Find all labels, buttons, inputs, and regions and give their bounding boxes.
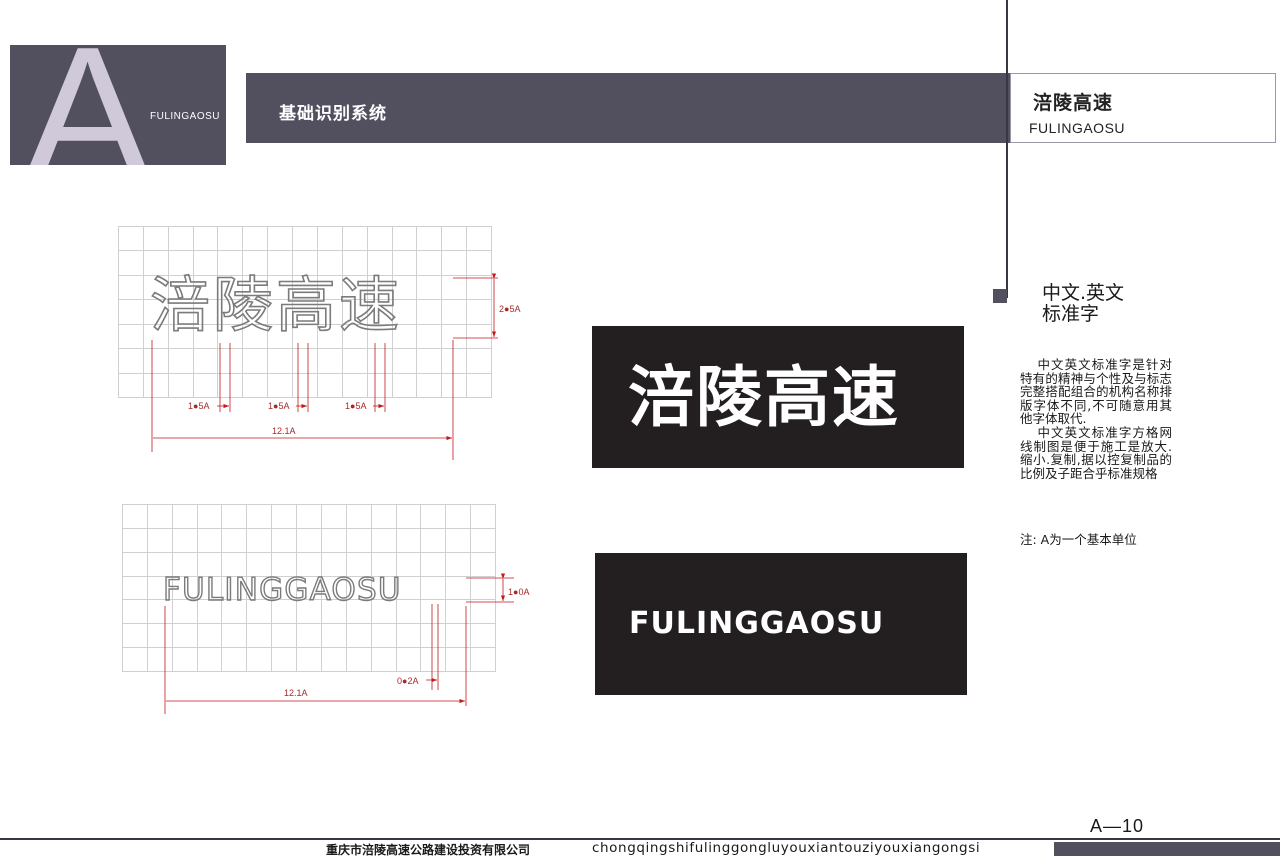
dim-en-gap: 0●2A (397, 676, 419, 686)
footer-bar (1054, 842, 1280, 856)
footer-company-cn: 重庆市涪陵高速公路建设投资有限公司 (326, 843, 531, 856)
header-bar: 基础识别系统 (246, 73, 1010, 143)
grid-cn (118, 226, 492, 398)
brand-box: 涪陵高速 FULINGAOSU (1010, 73, 1276, 143)
grid-en (122, 504, 496, 672)
vertical-rule (1006, 0, 1008, 298)
section-title-line2: 标准字 (1042, 303, 1100, 325)
footer-rule (0, 838, 1280, 840)
dim-cn-width: 12.1A (272, 426, 296, 436)
dim-en-height: 1●0A (508, 587, 530, 597)
dim-en-width: 12.1A (284, 688, 308, 698)
dim-cn-gap-2: 1●5A (268, 401, 290, 411)
display-text-en: FULINGGAOSU (629, 606, 885, 641)
description-paragraph-1: 中文英文标准字是针对特有的精神与个性及与标志完整搭配组合的机构名称排版字体不同,… (1020, 357, 1172, 427)
display-text-cn: 涪陵高速 (628, 359, 900, 436)
header-title: 基础识别系统 (279, 104, 387, 124)
dim-cn-height: 2●5A (499, 304, 521, 314)
unit-note: 注: A为一个基本单位 (1020, 532, 1137, 547)
brand-name-en: FULINGAOSU (1029, 120, 1126, 136)
section-title-line1: 中文.英文 (1042, 282, 1125, 304)
outline-text-en: FULINGGAOSU (162, 571, 402, 608)
dim-cn-gap-3: 1●5A (345, 401, 367, 411)
display-panel-en: FULINGGAOSU (595, 553, 967, 695)
description-paragraph-2: 中文英文标准字方格网线制图是便于施工是放大.缩小.复制,据以控复制品的比例及子距… (1020, 424, 1172, 481)
dim-cn-gap-1: 1●5A (188, 401, 210, 411)
brand-name-cn: 涪陵高速 (1033, 92, 1114, 114)
grid-figure-cn (118, 226, 492, 398)
outline-text-cn: 涪陵高速 (149, 270, 402, 342)
logo-letter: A (24, 45, 151, 165)
section-title: 中文.英文 标准字 (1042, 283, 1124, 325)
rule-marker (993, 289, 1007, 303)
display-panel-cn: 涪陵高速 (592, 326, 964, 468)
logo-block: A FULINGAOSU (10, 45, 226, 165)
grid-figure-en (122, 504, 496, 672)
description: 中文英文标准字是针对特有的精神与个性及与标志完整搭配组合的机构名称排版字体不同,… (1020, 358, 1172, 480)
page-number: A—10 (1090, 816, 1145, 836)
logo-subtitle: FULINGAOSU (150, 111, 221, 122)
footer-company-en: chongqingshifulinggongluyouxiantouziyoux… (592, 840, 981, 856)
